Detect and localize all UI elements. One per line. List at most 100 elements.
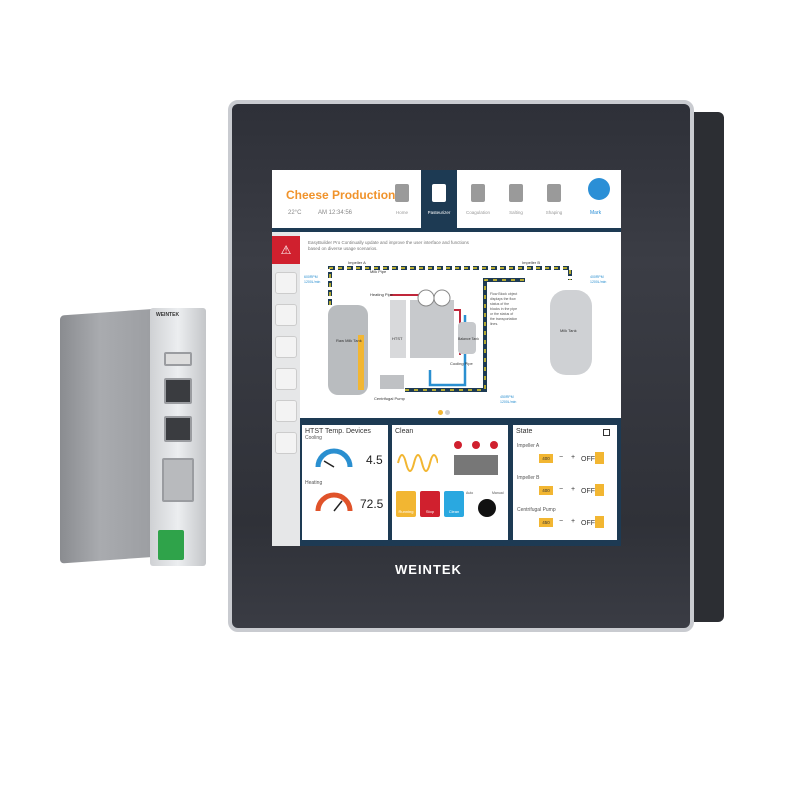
nav-home[interactable]: Home	[384, 170, 420, 230]
pump-toggle[interactable]	[595, 516, 604, 528]
clean-button[interactable]: Clean	[444, 491, 464, 517]
decrement-button[interactable]: −	[559, 454, 564, 461]
ethernet-port-2	[164, 416, 192, 442]
flow-a: 1200L/min	[304, 280, 320, 284]
process-diagram: Impeller A Milk Pipe Heating Pipe Raw Mi…	[304, 260, 606, 404]
impeller-a-value[interactable]: 400	[539, 454, 553, 463]
page-dot[interactable]	[445, 410, 450, 415]
off-label: OFF	[581, 456, 595, 463]
gauge-2	[433, 289, 451, 307]
rpm-pump: 450RPM	[500, 395, 514, 399]
plc-front-panel: WEINTEK	[150, 308, 206, 566]
label-balance-tank: Balance Tank	[458, 337, 479, 341]
intro-text: EasyBuilder Pro Continually update and i…	[308, 240, 469, 251]
page-title: Cheese Production	[286, 188, 396, 202]
off-label: OFF	[581, 520, 595, 527]
clean-card: Clean Running Stop Clean Auto Manual	[392, 425, 508, 540]
user-name: Mark	[590, 210, 602, 216]
off-label: OFF	[581, 488, 595, 495]
htst-card: HTST Temp. Devices Cooling 4.5 Heating 7…	[302, 425, 388, 540]
increment-button[interactable]: +	[571, 486, 576, 493]
heating-label: Heating	[305, 480, 323, 486]
impeller-a-toggle[interactable]	[595, 452, 604, 464]
pump-label: Centrifugal Pump	[517, 507, 556, 513]
sidebar-button-1[interactable]	[275, 272, 297, 294]
label-centrifugal-pump: Centrifugal Pump	[374, 396, 406, 401]
rpm-b: 400RPM	[590, 275, 604, 279]
sidebar-button-5[interactable]	[275, 400, 297, 422]
decrement-button[interactable]: −	[559, 518, 564, 525]
pipes	[328, 266, 572, 392]
heat-exchanger	[410, 300, 454, 358]
impeller-a-label: Impeller A	[517, 443, 540, 449]
salting-icon	[509, 184, 523, 202]
page-dot-active[interactable]	[438, 410, 443, 415]
label-htst: HTST	[392, 336, 403, 341]
label-raw-milk-tank: Raw Milk Tank	[336, 338, 362, 343]
flow-b: 1200L/min	[590, 280, 606, 284]
sidebar-button-4[interactable]	[275, 368, 297, 390]
pump-value[interactable]: 450	[539, 518, 553, 527]
label-cooling-pipe: Cooling Pipe	[450, 361, 473, 366]
milk-tank	[550, 290, 592, 375]
nav-salting[interactable]: Salting	[498, 170, 534, 230]
cooling-label: Cooling	[305, 435, 322, 441]
edit-icon[interactable]	[603, 429, 610, 436]
state-card: State Impeller A 400 −+ OFF Impeller B 4…	[513, 425, 617, 540]
nav-shaping[interactable]: Shaping	[536, 170, 572, 230]
state-card-title: State	[516, 428, 533, 435]
ethernet-port-1	[164, 378, 192, 404]
heating-gauge	[315, 492, 353, 512]
switch-auto-label: Auto	[466, 491, 474, 495]
serial-port	[162, 458, 194, 502]
tank-level	[358, 335, 364, 390]
clock: AM 12:34:56	[318, 210, 353, 216]
balance-tank	[458, 322, 476, 354]
usb-port	[164, 352, 192, 366]
switch-manual-label: Manual	[492, 491, 504, 495]
plc-housing	[60, 308, 160, 564]
increment-button[interactable]: +	[571, 454, 576, 461]
decrement-button[interactable]: −	[559, 486, 564, 493]
stop-button[interactable]: Stop	[420, 491, 440, 517]
sidebar-button-3[interactable]	[275, 336, 297, 358]
cooling-value: 4.5	[366, 453, 383, 467]
impeller-b-value[interactable]: 400	[539, 486, 553, 495]
home-icon	[395, 184, 409, 202]
cooling-gauge	[315, 448, 353, 468]
screen-header: Cheese Production 22°C AM 12:34:56 Home …	[272, 170, 621, 232]
sidebar-button-2[interactable]	[275, 304, 297, 326]
centrifugal-pump	[380, 375, 404, 389]
label-milk-tank: Milk Tank	[560, 328, 577, 333]
htst-card-title: HTST Temp. Devices	[305, 428, 371, 435]
increment-button[interactable]: +	[571, 518, 576, 525]
pasteurizer-icon	[432, 184, 446, 202]
coagulation-icon	[471, 184, 485, 202]
clean-flow-graphic	[397, 454, 438, 472]
heating-value: 72.5	[360, 497, 384, 511]
shaping-icon	[547, 184, 561, 202]
temperature: 22°C	[288, 210, 302, 216]
hmi-screen[interactable]: Cheese Production 22°C AM 12:34:56 Home …	[272, 170, 621, 546]
running-button[interactable]: Running	[396, 491, 416, 517]
label-impeller-b: Impeller B	[522, 260, 540, 265]
user-avatar-icon[interactable]	[588, 178, 610, 200]
impeller-b-label: Impeller B	[517, 475, 540, 481]
power-terminal	[158, 530, 184, 560]
label-heating-pipe: Heating Pipe	[370, 292, 394, 297]
sidebar-button-6[interactable]	[275, 432, 297, 454]
clean-card-title: Clean	[395, 428, 414, 435]
rpm-a: 600RPM	[304, 275, 318, 279]
bottom-panel: HTST Temp. Devices Cooling 4.5 Heating 7…	[300, 418, 621, 546]
mode-switch-knob[interactable]	[478, 499, 496, 517]
sidebar: ⚠	[272, 232, 300, 546]
alarm-icon[interactable]: ⚠	[272, 236, 300, 264]
nav-coagulation[interactable]: Coagulation	[460, 170, 496, 230]
brand-logo: WEINTEK	[395, 562, 462, 577]
nav-pasteurizer[interactable]: Pasteurizer	[421, 170, 457, 230]
impeller-b-toggle[interactable]	[595, 484, 604, 496]
flow-pump: 1200L/min	[500, 400, 516, 404]
plc-logo: WEINTEK	[156, 312, 180, 318]
label-impeller-a: Impeller A	[348, 260, 366, 265]
